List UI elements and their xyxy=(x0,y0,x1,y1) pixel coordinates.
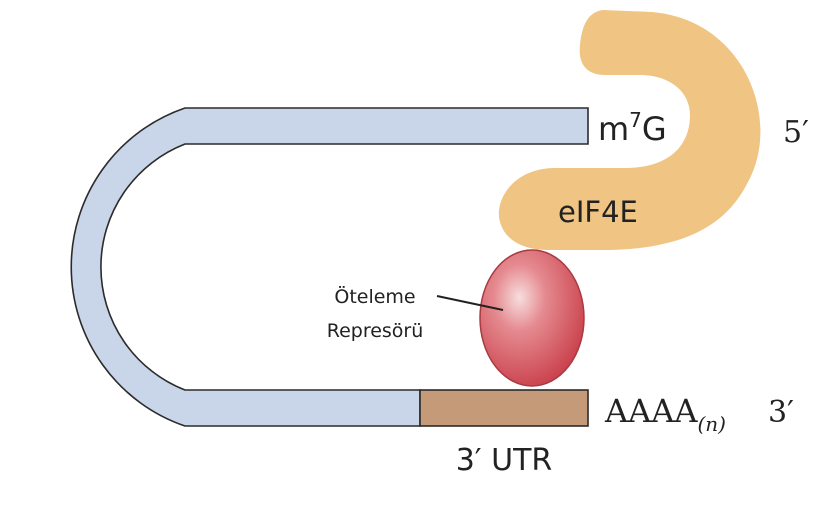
three-prime-label: 3′ xyxy=(768,395,794,430)
mrna-strand xyxy=(70,107,589,427)
polya-tail-label: AAAA(n) xyxy=(604,392,726,436)
utr-label: 3′ UTR xyxy=(456,443,553,478)
five-prime-label: 5′ xyxy=(783,115,809,150)
eif4e-protein xyxy=(498,10,761,250)
repressor-protein xyxy=(479,249,585,387)
repressor-label-line1: Öteleme xyxy=(334,285,415,308)
cap-label: m7G xyxy=(598,108,667,148)
eif4e-label: eIF4E xyxy=(558,195,638,229)
repressor-pointer-line xyxy=(436,295,504,311)
repressor-label-line2: Represörü xyxy=(327,320,424,342)
utr-segment xyxy=(419,389,589,427)
